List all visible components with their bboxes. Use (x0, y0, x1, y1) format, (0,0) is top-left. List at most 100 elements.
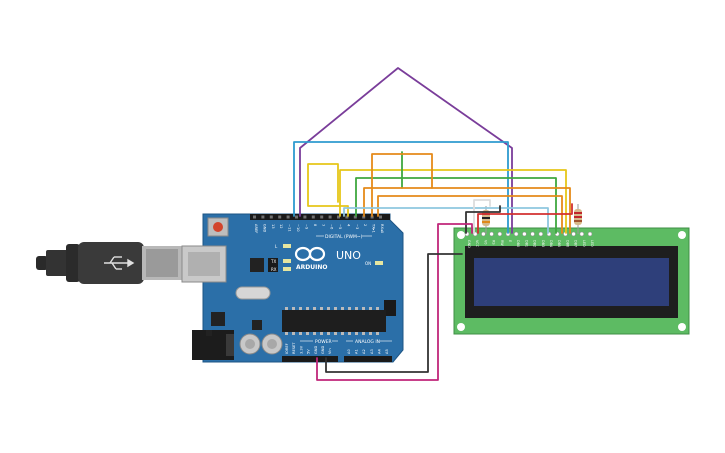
lcd-pin[interactable] (497, 231, 503, 237)
pin-label: 3.3V (299, 345, 303, 354)
pin-label: ~5 (338, 224, 342, 229)
digital-pin[interactable] (278, 215, 282, 219)
pin-label: 4 (346, 224, 350, 227)
icsp-header (268, 258, 278, 272)
crystal-oscillator (235, 286, 271, 300)
pin-label: A4 (377, 349, 381, 354)
led-l (283, 244, 291, 248)
lcd-pin[interactable] (538, 231, 544, 237)
digital-pin[interactable] (337, 215, 340, 219)
pin-label: ~3 (355, 224, 359, 229)
power-label: POWER (315, 339, 332, 345)
wire-black-gnd[interactable] (325, 253, 463, 373)
lcd-pin[interactable] (489, 231, 494, 237)
pin-label: 13 (271, 224, 275, 229)
digital-pin[interactable] (370, 215, 374, 219)
pin-label: RX◂0 (380, 224, 384, 234)
digital-pin[interactable] (269, 215, 273, 219)
analog-header (344, 356, 392, 362)
digital-pin[interactable] (303, 215, 307, 219)
lcd-pin[interactable] (481, 231, 486, 237)
atmega-chip (282, 310, 386, 332)
resistor (574, 204, 582, 234)
power-header (282, 356, 338, 362)
led-label-l: L (275, 244, 278, 249)
pin-label: 2 (363, 224, 367, 226)
lcd-pin[interactable] (579, 231, 585, 237)
led-label-rx: RX (271, 267, 277, 272)
lcd-screen (474, 258, 669, 306)
wire-red[interactable] (477, 203, 573, 234)
icsp-header (384, 300, 396, 316)
led-label-on: ON (365, 261, 371, 266)
usb-cable[interactable] (36, 242, 182, 284)
pin-label: GND (321, 346, 325, 354)
digital-pin[interactable] (353, 215, 357, 219)
usb-icon (104, 256, 135, 270)
pin-label: A0 (347, 349, 351, 354)
pin-label: GND (262, 224, 266, 232)
pin-label: 7 (321, 224, 325, 226)
arduino-board[interactable]: L TX RX ON ARDUINO UNO DIGITAL (PWM~) AR… (181, 213, 404, 363)
pin-label: AREF (254, 224, 258, 233)
wire-magenta[interactable] (316, 223, 473, 381)
wire-lightblue[interactable] (343, 207, 549, 234)
digital-label: DIGITAL (PWM~) (325, 234, 363, 240)
digital-pin[interactable] (345, 215, 349, 219)
led-label-tx: TX (270, 259, 276, 264)
usb-chip (250, 258, 264, 272)
digital-pin[interactable] (286, 215, 290, 219)
wire-yellow-loop[interactable] (307, 163, 349, 217)
wire-black[interactable] (465, 205, 501, 234)
lcd-pin-label: LED (590, 240, 594, 247)
lcd-pin-label: LED (582, 240, 586, 247)
lcd-pin-label: DB1 (524, 240, 528, 247)
led-rx (283, 267, 291, 271)
wire-purple[interactable] (299, 67, 513, 234)
pin-label: ~11 (288, 224, 292, 232)
led-on (375, 261, 383, 265)
digital-pin[interactable] (311, 215, 315, 219)
lcd-pin-label: DB6 (565, 240, 569, 247)
pin-label: A3 (370, 349, 374, 354)
pin-label: IOREF (285, 343, 289, 354)
lcd-pin-label: RW (500, 240, 504, 246)
lcd-pin[interactable] (587, 231, 593, 237)
digital-header (250, 214, 390, 220)
pin-label: A1 (355, 349, 359, 354)
pin-label: A2 (362, 349, 366, 354)
pin-label: Vin (328, 348, 332, 354)
analog-label: ANALOG IN (355, 339, 380, 345)
pin-label: 5V (307, 349, 311, 354)
lcd-pin[interactable] (513, 231, 519, 237)
pin-label: ~6 (330, 224, 334, 230)
pin-label: GND (314, 346, 318, 354)
digital-pin[interactable] (295, 215, 298, 219)
lcd-pin-label: DB7 (574, 240, 578, 247)
lcd-pin-label: DB0 (516, 240, 520, 247)
digital-pin[interactable] (379, 215, 382, 219)
lcd-pin[interactable] (530, 231, 535, 237)
wire-orange-loop[interactable] (371, 153, 433, 217)
lcd-pin-label: DB3 (541, 240, 545, 247)
wire-white[interactable] (473, 199, 491, 234)
wire-yellow[interactable] (339, 169, 567, 234)
led-tx (283, 259, 291, 263)
wire-green[interactable] (355, 177, 557, 234)
digital-pin[interactable] (253, 215, 256, 219)
pin-label: TX▸1 (372, 223, 376, 233)
digital-pin[interactable] (320, 215, 324, 219)
pin-label: 12 (279, 224, 283, 229)
digital-pin[interactable] (261, 215, 265, 219)
lcd-pin-label: GND (467, 240, 471, 248)
lcd-pin-label: VCC (475, 240, 479, 248)
lcd-pin-label: DB4 (549, 240, 553, 247)
lcd-pin[interactable] (522, 231, 527, 237)
wire-orange[interactable] (363, 187, 571, 234)
digital-pin[interactable] (362, 215, 366, 219)
arduino-logo (294, 246, 326, 262)
lcd-pin[interactable] (571, 231, 576, 237)
digital-pin[interactable] (328, 215, 332, 219)
